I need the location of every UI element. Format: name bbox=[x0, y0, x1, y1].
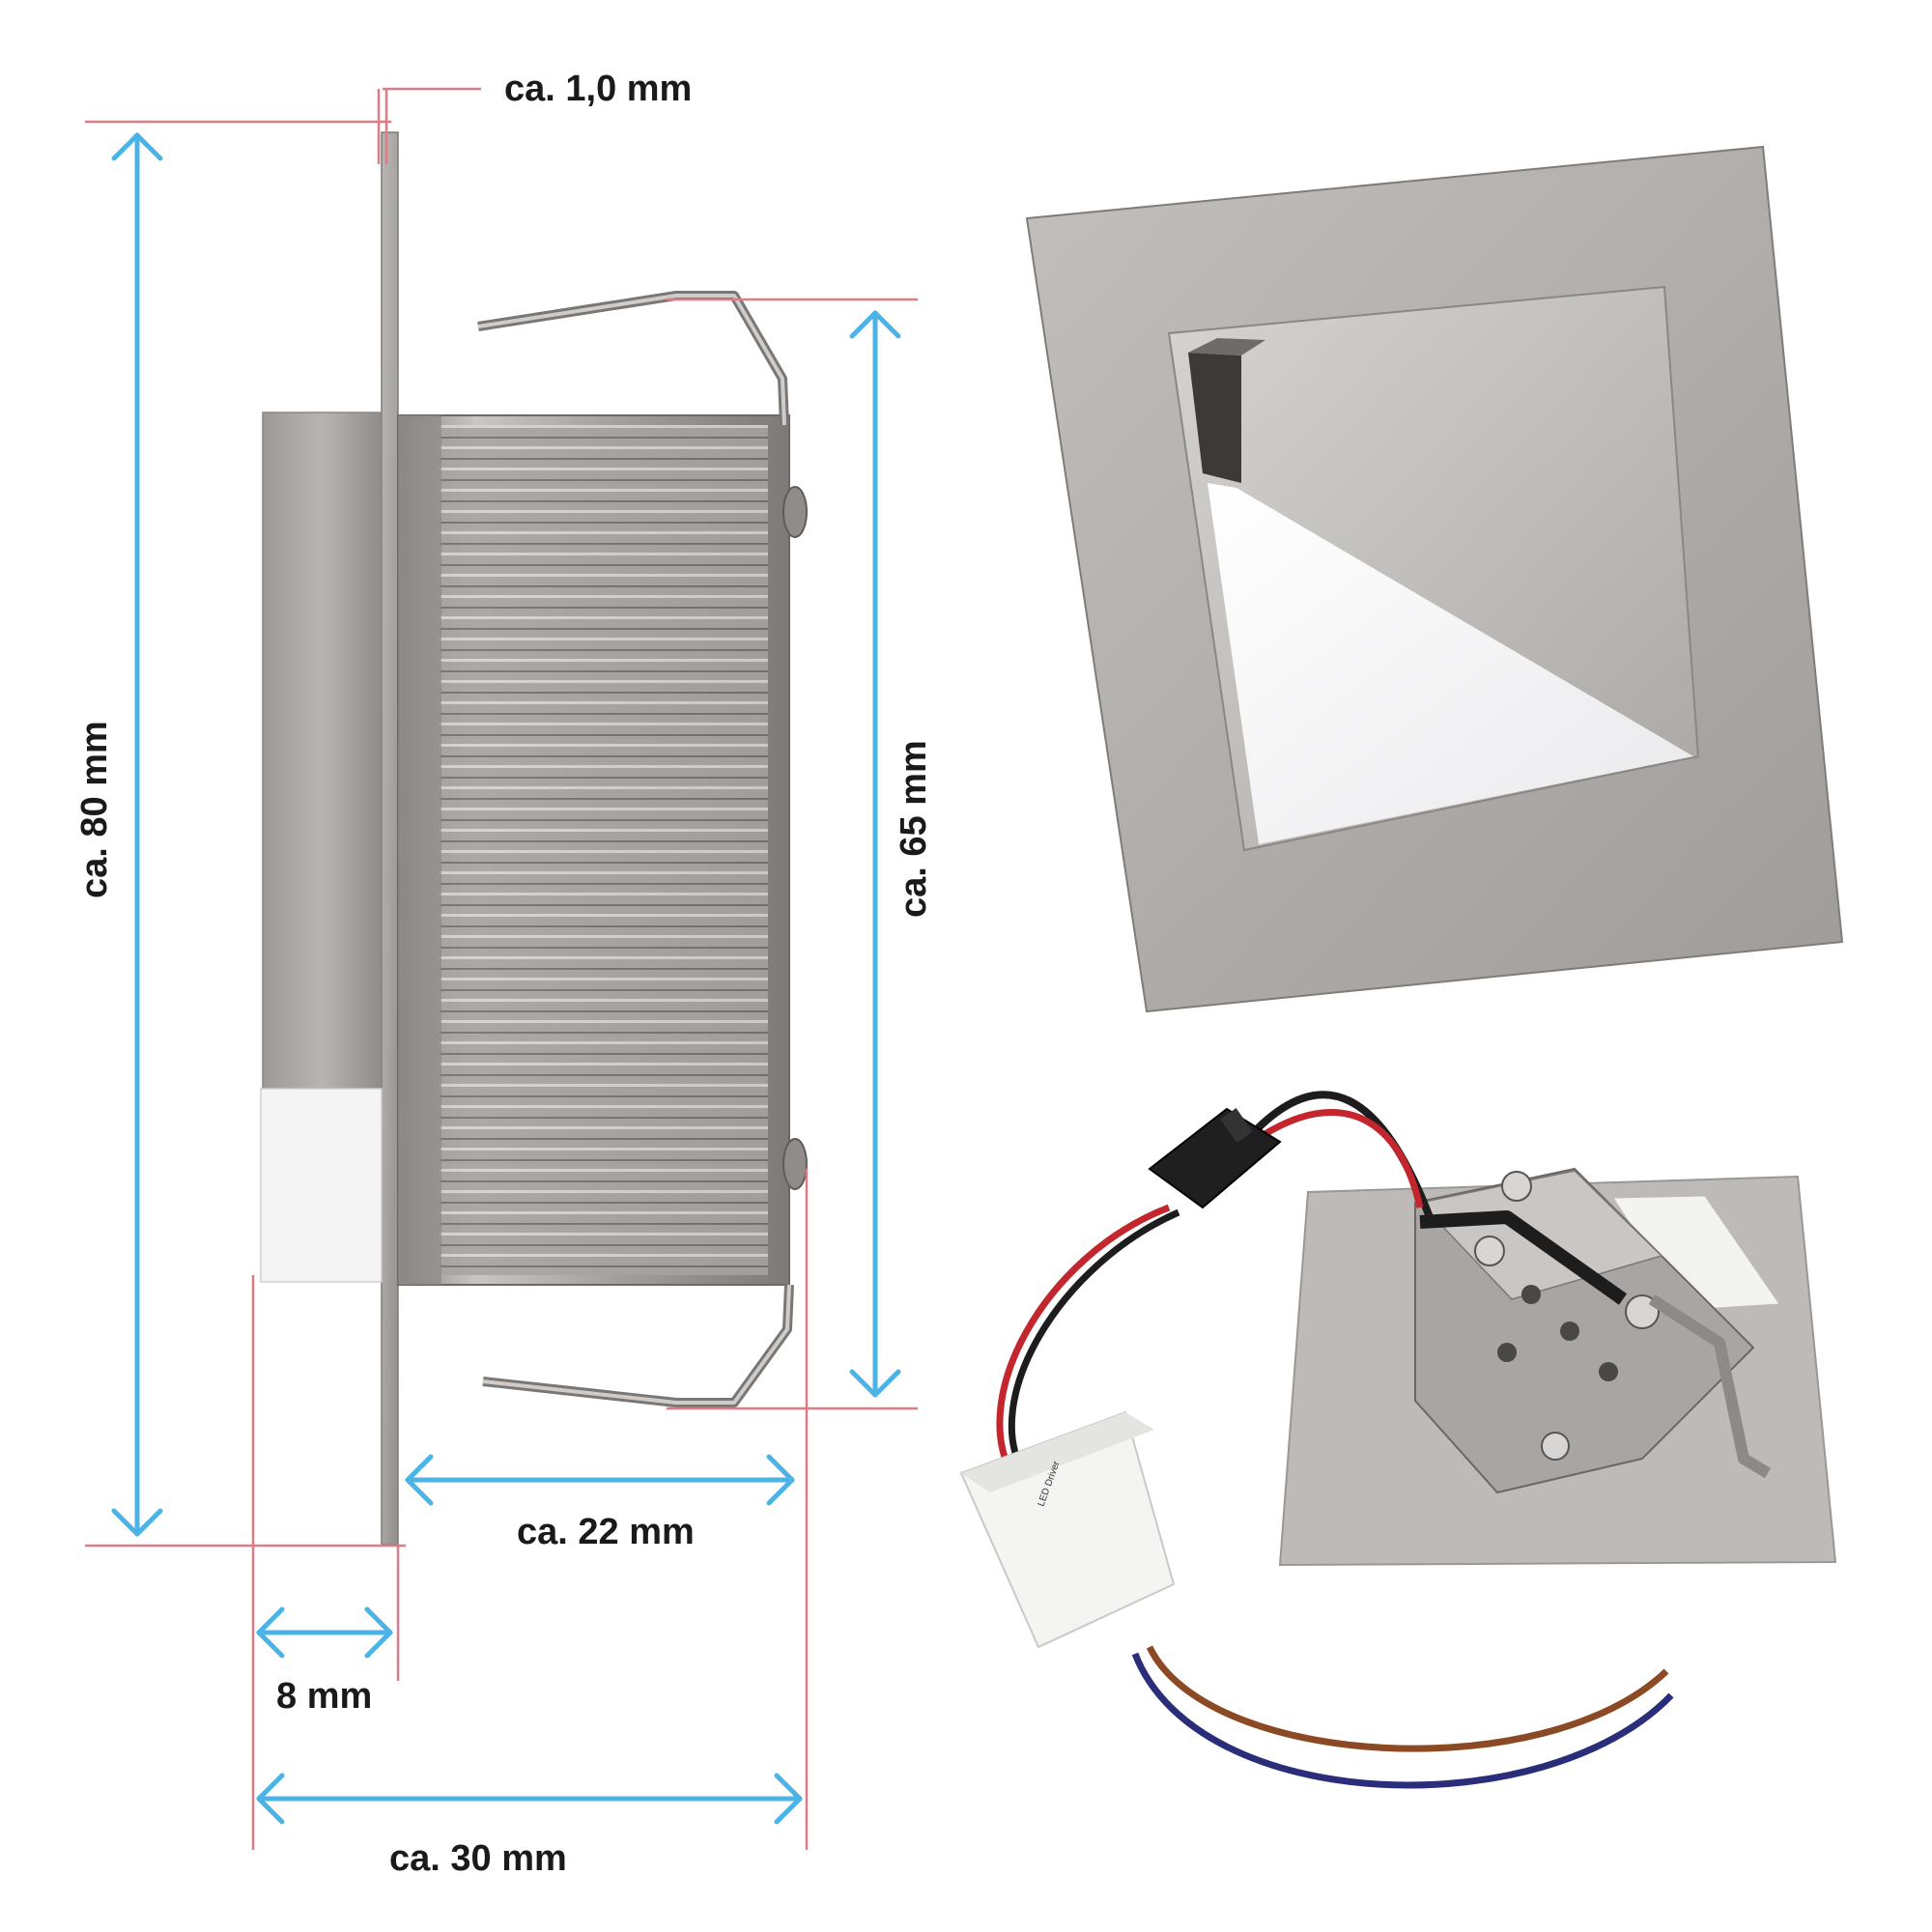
label-height-body: ca. 65 mm bbox=[894, 740, 934, 918]
front-view bbox=[1025, 145, 1844, 1013]
front-lens-overhang-top bbox=[1188, 338, 1265, 355]
label-height-total: ca. 80 mm bbox=[74, 721, 115, 898]
led-driver: LED Driver bbox=[959, 1410, 1176, 1649]
label-depth-front: 8 mm bbox=[276, 1676, 372, 1717]
spring-clip-bottom-highlight bbox=[482, 1284, 791, 1405]
dimension-labels: ca. 1,0 mm ca. 80 mm ca. 65 mm ca. 22 mm… bbox=[74, 69, 934, 1879]
arrow-height-body bbox=[849, 310, 901, 1398]
back-view bbox=[1278, 1167, 1837, 1567]
wire-brown bbox=[1146, 1645, 1669, 1752]
back-screw-2 bbox=[1474, 1236, 1505, 1266]
connector bbox=[1148, 1107, 1282, 1209]
back-hole-4 bbox=[1497, 1343, 1517, 1362]
spring-clip-top bbox=[477, 291, 789, 426]
front-lens-overhang bbox=[1188, 353, 1241, 483]
front-block bbox=[262, 412, 383, 1090]
wire-red bbox=[1254, 1109, 1424, 1208]
rivet-top bbox=[782, 486, 808, 538]
face-plate-edge bbox=[381, 131, 399, 1546]
back-hole-1 bbox=[1521, 1285, 1541, 1304]
arrow-depth-body bbox=[405, 1454, 795, 1506]
front-light-lens bbox=[1208, 483, 1693, 844]
arrow-depth-total bbox=[256, 1773, 803, 1825]
housing-side-shadow bbox=[398, 415, 441, 1285]
wires bbox=[996, 1091, 1674, 1789]
back-hole-3 bbox=[1599, 1362, 1618, 1381]
back-cable-clamp bbox=[1419, 1210, 1628, 1305]
dimension-arrows bbox=[111, 132, 901, 1825]
side-view bbox=[260, 131, 808, 1546]
led-driver-top bbox=[961, 1412, 1154, 1492]
front-lens-edge bbox=[260, 1088, 383, 1283]
back-screw-1 bbox=[1501, 1171, 1532, 1202]
label-depth-body: ca. 22 mm bbox=[517, 1512, 695, 1552]
spring-clip-top-highlight bbox=[477, 294, 786, 426]
connector-tab bbox=[1220, 1107, 1253, 1144]
arrow-height-total bbox=[111, 132, 163, 1537]
wire-black-driver bbox=[1008, 1208, 1180, 1475]
label-depth-total: ca. 30 mm bbox=[389, 1838, 567, 1879]
rivet-bottom bbox=[782, 1138, 808, 1190]
wire-red-driver bbox=[996, 1204, 1171, 1480]
wire-blue bbox=[1131, 1652, 1674, 1789]
reference-lines bbox=[85, 87, 918, 1850]
heat-sink-fins bbox=[440, 425, 768, 1275]
back-spring-clip bbox=[1648, 1293, 1772, 1479]
back-screw-4 bbox=[1541, 1432, 1570, 1461]
back-hole-2 bbox=[1560, 1321, 1579, 1341]
arrow-depth-front bbox=[256, 1606, 393, 1659]
label-thickness: ca. 1,0 mm bbox=[504, 69, 692, 109]
